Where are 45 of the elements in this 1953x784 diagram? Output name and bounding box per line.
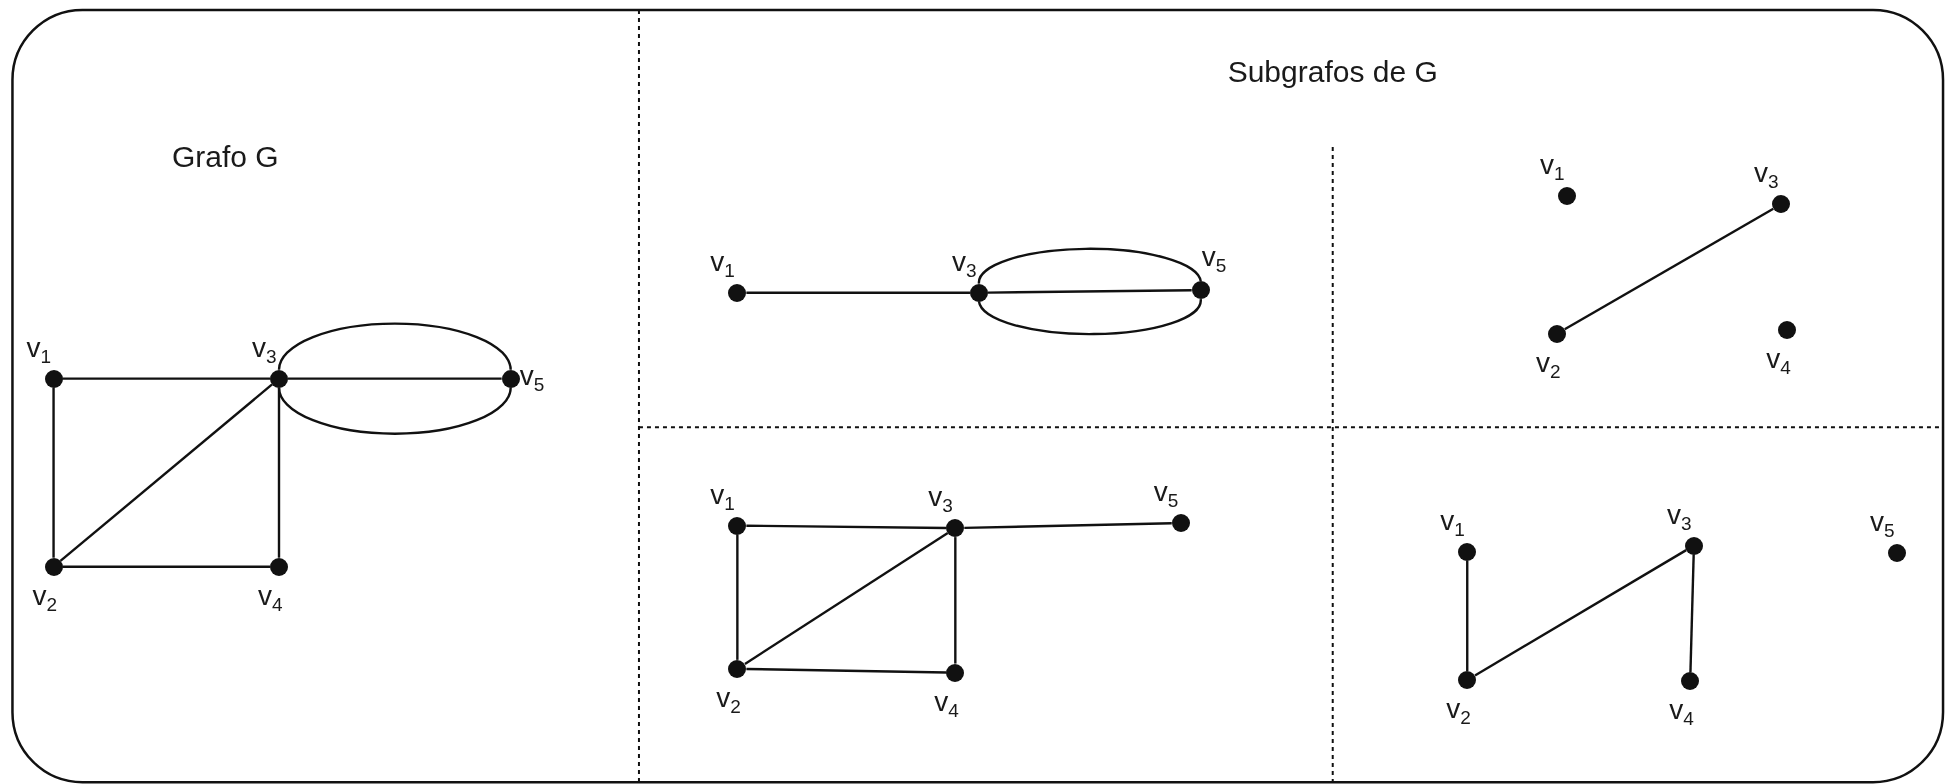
vertex-label: v$_{1}$ [710, 480, 735, 509]
graph-edge [736, 534, 739, 660]
graph-edge [277, 387, 512, 435]
graph-edge [744, 532, 949, 665]
panel-title: Subgrafos de G [1227, 54, 1438, 89]
graph-edge [52, 387, 55, 558]
graph-edge [746, 524, 947, 530]
vertex-label: v$_{4}$ [1766, 345, 1791, 374]
graph-edge [987, 289, 1192, 294]
vertex-label: v$_{2}$ [1446, 695, 1471, 724]
vertex-label: v$_{1}$ [26, 333, 52, 362]
vertex-label: v$_{2}$ [716, 683, 741, 712]
graph-edge [59, 383, 273, 562]
graph-edge [954, 537, 957, 664]
vertex-label: v$_{2}$ [1535, 348, 1561, 377]
vertex-label: v$_{2}$ [32, 581, 58, 610]
vertex-label: v$_{5}$ [1153, 478, 1179, 507]
vertex-label: v$_{5}$ [519, 361, 545, 390]
graph-edge [1564, 207, 1774, 331]
vertex-label: v$_{1}$ [1539, 150, 1565, 179]
vertex-label: v$_{1}$ [1440, 506, 1465, 535]
panel-title: Grafo G [171, 139, 279, 174]
vertex-label: v$_{4}$ [258, 581, 283, 610]
vertex-label: v$_{3}$ [952, 247, 977, 276]
graph-edge [62, 377, 270, 380]
vertex-label: v$_{5}$ [1201, 243, 1227, 272]
vertex-label: v$_{4}$ [934, 687, 959, 716]
graph-edge [62, 565, 270, 568]
graph-edge [1474, 549, 1687, 677]
vertex-label: v$_{3}$ [1666, 500, 1692, 529]
graph-edge [746, 667, 947, 674]
graph-edge [1689, 554, 1695, 673]
vertex-label: v$_{3}$ [1754, 159, 1779, 188]
graph-edge [977, 299, 1202, 336]
graph-edge [746, 291, 970, 294]
vertex-label: v$_{5}$ [1869, 508, 1895, 536]
graph-edge [288, 377, 502, 380]
graph-edge [277, 322, 512, 370]
vertex-label: v$_{1}$ [710, 247, 735, 276]
graph-edge [964, 522, 1172, 530]
vertex-label: v$_{3}$ [252, 333, 277, 362]
graph-edge [977, 247, 1202, 284]
vertex-label: v$_{3}$ [928, 483, 953, 512]
vertex-label: v$_{4}$ [1669, 696, 1694, 725]
graph-edge [1466, 560, 1469, 672]
